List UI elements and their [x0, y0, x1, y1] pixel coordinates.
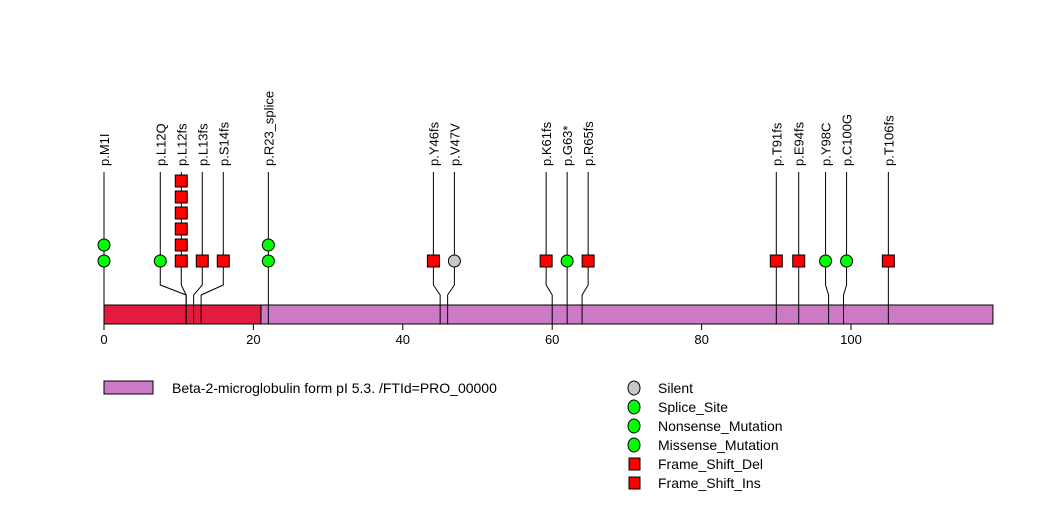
mutation-marker-square [216, 254, 230, 268]
mutation-lollipop: p.Y98C [819, 123, 834, 324]
mutation-marker-circle [153, 254, 167, 268]
mutation-lollipop: p.L13fs [193, 123, 210, 324]
mutation-stem [843, 261, 848, 324]
mutation-label: p.C100G [840, 114, 855, 166]
mutation-stem [193, 261, 203, 324]
legend-item-label: Silent [658, 380, 693, 396]
axis-tick-label: 20 [246, 332, 260, 347]
mutation-label: p.S14fs [216, 121, 231, 166]
mutation-marker-square [174, 238, 188, 252]
mutation-marker-square [174, 174, 188, 188]
axis-tick-label: 100 [840, 332, 862, 347]
mutation-marker-square [539, 254, 553, 268]
mutation-marker-square [426, 254, 440, 268]
mutation-lollipop: p.G63* [560, 126, 575, 324]
mutation-lollipop: p.T106fs [881, 115, 896, 324]
mutation-label: p.Y46fs [426, 121, 441, 166]
legend-domain-swatch [103, 380, 154, 395]
mutation-marker-square [769, 254, 783, 268]
legend-circle-icon [627, 399, 641, 415]
mutation-lollipop: p.Y46fs [426, 121, 441, 324]
mutation-stem [545, 261, 553, 324]
mutation-stem [432, 261, 441, 324]
legend-square-icon [628, 457, 641, 471]
mutation-marker-square [195, 254, 209, 268]
mutation-stem [447, 261, 455, 324]
mutation-marker-square [174, 190, 188, 204]
mutation-marker-circle [560, 254, 574, 268]
mutation-marker-circle [840, 254, 854, 268]
mutation-label: p.L12Q [153, 123, 168, 166]
mutation-marker-square [881, 254, 895, 268]
mutation-marker-circle [261, 238, 275, 252]
legend-circle-icon [627, 437, 641, 453]
mutation-label: p.T106fs [881, 115, 896, 166]
domain-bar-signal [103, 304, 262, 325]
mutation-marker-square [174, 206, 188, 220]
mutation-label: p.G63* [560, 126, 575, 166]
mutation-lollipop: p.C100G [840, 114, 855, 324]
axis-tick-label: 60 [545, 332, 559, 347]
mutation-marker-square [581, 254, 595, 268]
legend-domain-label: Beta-2-microglobulin form pI 5.3. /FTId=… [172, 380, 497, 396]
mutation-lollipop: p.V47V [447, 123, 462, 324]
mutation-lollipop: p.K61fs [539, 121, 554, 324]
legend-item-label: Missense_Mutation [658, 437, 779, 453]
mutation-marker-circle [97, 254, 111, 268]
mutation-marker-circle [97, 238, 111, 252]
mutation-marker-circle [447, 254, 461, 268]
legend-item-label: Nonsense_Mutation [658, 418, 783, 434]
mutation-marker-square [174, 222, 188, 236]
legend-circle-icon [627, 380, 641, 396]
mutation-label: p.T91fs [769, 122, 784, 166]
axis-tick-label: 40 [396, 332, 410, 347]
mutation-label: p.R65fs [581, 121, 596, 166]
mutation-stem [581, 261, 589, 324]
legend-square-icon [628, 476, 641, 490]
mutation-stem [825, 261, 830, 324]
mutation-label: p.E94fs [792, 121, 807, 166]
legend-item-label: Frame_Shift_Ins [658, 475, 761, 491]
mutation-lollipop: p.R65fs [581, 121, 596, 324]
mutation-lollipop: p.T91fs [769, 122, 784, 324]
mutation-marker-square [792, 254, 806, 268]
mutation-label: p.R23_splice [261, 91, 276, 166]
mutation-lollipop: p.E94fs [792, 121, 807, 324]
axis-tick-label: 80 [694, 332, 708, 347]
mutation-lollipop: p.L12fs [174, 123, 189, 324]
mutation-marker-circle [819, 254, 833, 268]
mutation-lollipop: p.R23_splice [261, 91, 276, 324]
domain-bar [260, 304, 994, 325]
mutation-label: p.V47V [447, 123, 462, 166]
mutation-marker-circle [261, 254, 275, 268]
mutation-stem [200, 261, 224, 324]
mutation-label: p.M1I [97, 133, 112, 166]
mutation-label: p.K61fs [539, 121, 554, 166]
mutation-marker-square [174, 254, 188, 268]
legend-item-label: Frame_Shift_Del [658, 456, 763, 472]
mutation-lollipop: p.S14fs [200, 121, 231, 324]
legend-item-label: Splice_Site [658, 399, 728, 415]
legend-circle-icon [627, 418, 641, 434]
mutation-lollipop: p.M1I [97, 133, 112, 324]
axis-tick-label: 0 [100, 332, 107, 347]
mutation-label: p.L12fs [174, 123, 189, 166]
mutation-label: p.L13fs [195, 123, 210, 166]
mutation-label: p.Y98C [819, 123, 834, 166]
mutation-stem [180, 261, 187, 324]
